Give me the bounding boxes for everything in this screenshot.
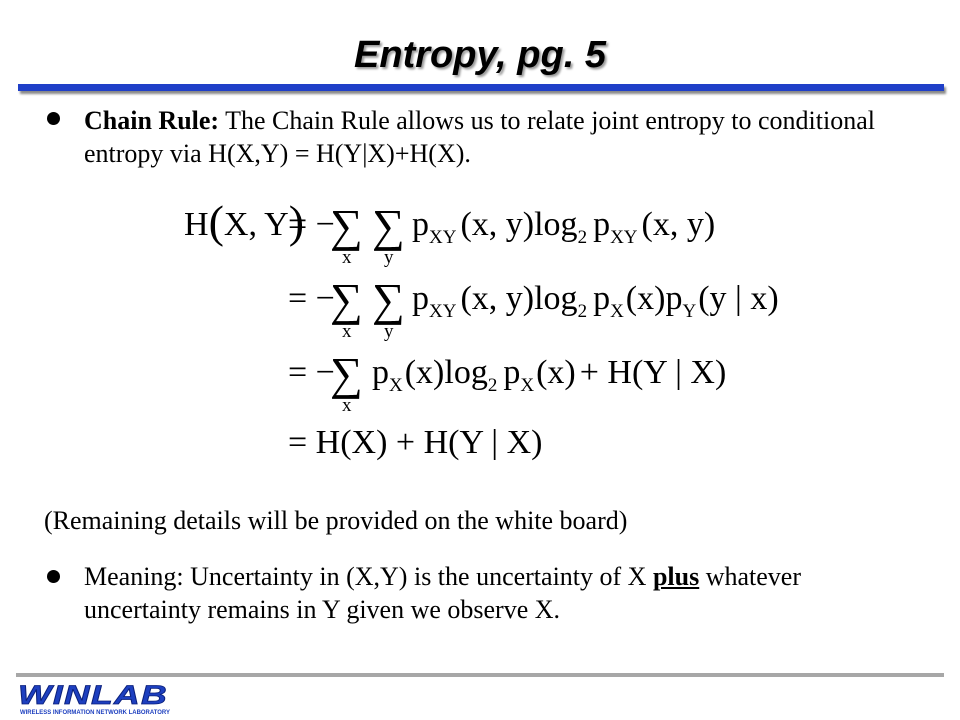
eq-equals-minus: = − [288, 354, 335, 391]
sum-symbol: ∑ [372, 274, 405, 325]
sum-index-x: x [342, 321, 352, 342]
meaning-bullet: Meaning: Uncertainty in (X,Y) is the unc… [84, 560, 924, 626]
title-underline [18, 84, 944, 91]
chain-rule-text: The Chain Rule allows us to relate joint… [84, 106, 875, 168]
sum-symbol: ∑ [330, 348, 363, 399]
eq-final: = H(X) + H(Y | X) [288, 424, 542, 461]
sum-index-y: y [384, 321, 394, 342]
sum-index-x: x [342, 247, 352, 268]
chain-rule-bullet: Chain Rule: The Chain Rule allows us to … [84, 104, 924, 170]
eq-equals-minus: = − [288, 280, 335, 317]
logo-tagline: WIRELESS INFORMATION NETWORK LABORATORY [20, 710, 170, 716]
eq-h: H [184, 206, 209, 243]
logo-wordmark: WINLAB [18, 680, 168, 710]
remaining-note: (Remaining details will be provided on t… [44, 506, 628, 535]
footer-divider [16, 673, 944, 677]
meaning-emphasis: plus [652, 562, 700, 591]
bullet-icon [47, 570, 60, 583]
meaning-text-after: whatever uncertainty remains in Y given … [84, 562, 801, 624]
sum-index-x: x [342, 395, 352, 416]
meaning-text-before: Meaning: Uncertainty in (X,Y) is the unc… [84, 562, 653, 591]
winlab-logo: WINLAB WIRELESS INFORMATION NETWORK LABO… [18, 680, 170, 716]
eq-lhs: H(X, Y) [184, 196, 304, 247]
sum-symbol: ∑ [372, 200, 405, 251]
bullet-icon [47, 112, 60, 125]
slide-title: Entropy, pg. 5 [354, 34, 606, 76]
sum-symbol: ∑ [330, 274, 363, 325]
sum-index-y: y [384, 247, 394, 268]
sum-symbol: ∑ [330, 200, 363, 251]
eq-equals-minus: = − [288, 206, 335, 243]
chain-rule-label: Chain Rule: [84, 106, 220, 135]
